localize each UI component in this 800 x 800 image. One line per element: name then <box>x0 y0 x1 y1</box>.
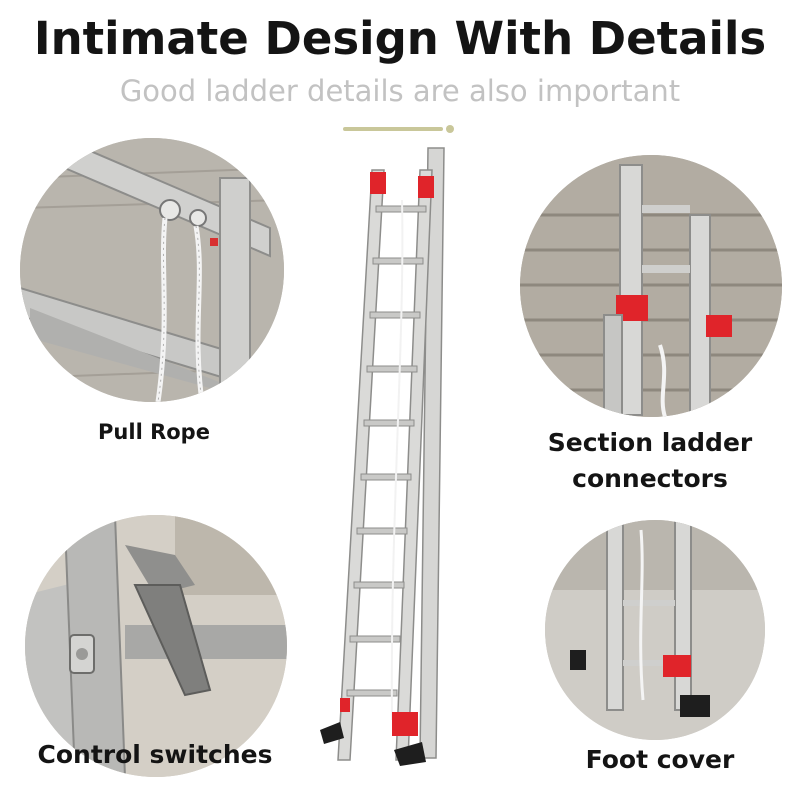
extension-ladder-image <box>320 147 445 766</box>
title-divider <box>343 127 443 131</box>
page-title: Intimate Design With Details <box>33 12 767 65</box>
page-subtitle: Good ladder details are also important <box>119 74 681 108</box>
foot-cover-detail-image <box>545 520 765 740</box>
pull-rope-label: Pull Rope <box>98 420 210 444</box>
section-connectors-detail-image <box>520 155 782 417</box>
section-connectors-label-line1: Section ladder <box>547 428 753 457</box>
title-divider-dot <box>446 125 454 133</box>
section-connectors-label-line2: connectors <box>572 464 728 493</box>
control-switches-label: Control switches <box>37 740 273 769</box>
control-switches-detail-image <box>25 515 287 777</box>
foot-cover-label: Foot cover <box>585 745 735 774</box>
pull-rope-detail-image <box>20 138 284 402</box>
